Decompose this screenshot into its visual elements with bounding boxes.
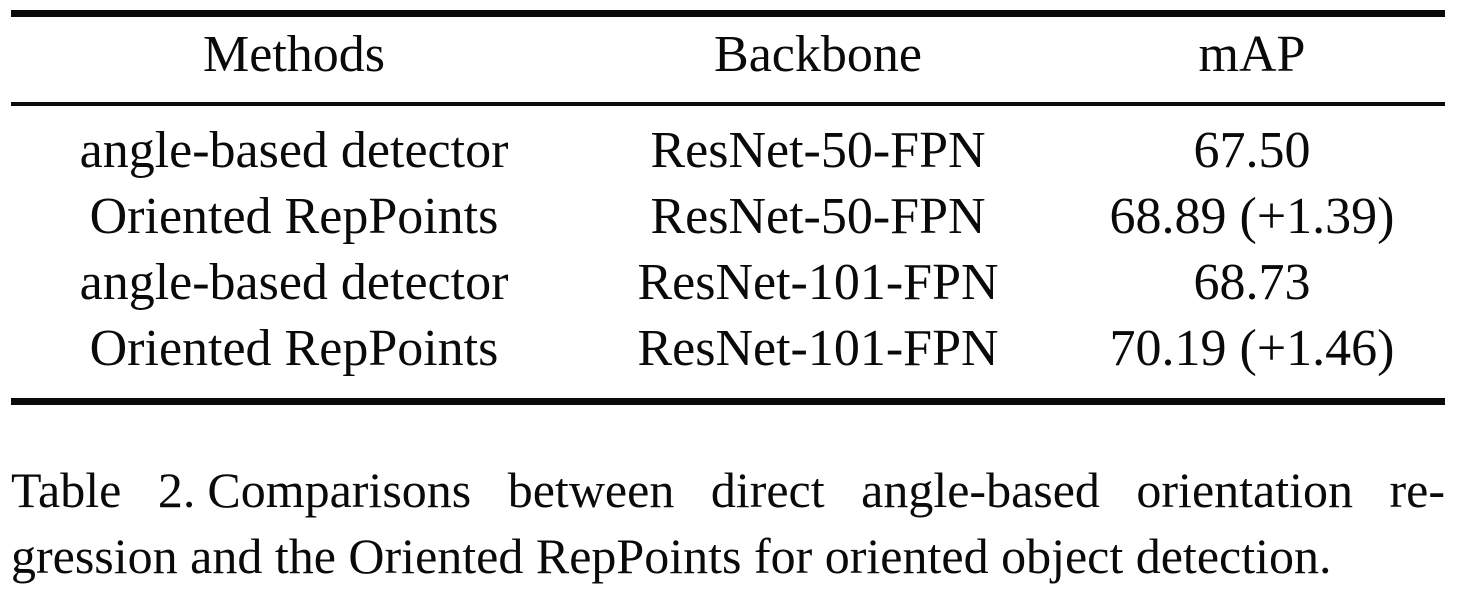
- table-header-row: Methods Backbone mAP: [11, 13, 1445, 106]
- map-cell: 68.89 (+1.39): [1109, 187, 1395, 245]
- method-cell: angle-based detector: [79, 121, 509, 179]
- backbone-cell: ResNet-50-FPN: [650, 121, 986, 179]
- method-cell: Oriented RepPoints: [89, 319, 499, 377]
- map-cell: 70.19 (+1.46): [1109, 319, 1395, 377]
- method-cell: Oriented RepPoints: [89, 187, 499, 245]
- caption-line-1: Table 2.Comparisons between direct angle…: [11, 457, 1445, 523]
- map-cell: 68.73: [1193, 253, 1311, 311]
- caption-text: Comparisons between direct angle-based o…: [207, 461, 1446, 518]
- map-cell: 67.50: [1193, 121, 1311, 179]
- table-row: Oriented RepPoints ResNet-50-FPN 68.89 (…: [11, 184, 1445, 250]
- table-caption: Table 2.Comparisons between direct angle…: [11, 457, 1445, 589]
- caption-label: Table 2.: [11, 461, 196, 518]
- caption-line-2: gression and the Oriented RepPoints for …: [11, 527, 1332, 584]
- table-row: Oriented RepPoints ResNet-101-FPN 70.19 …: [11, 316, 1445, 402]
- column-header-backbone: Backbone: [577, 13, 1059, 106]
- column-header-methods: Methods: [11, 13, 577, 106]
- results-table: Methods Backbone mAP angle-based detecto…: [11, 10, 1445, 405]
- method-cell: angle-based detector: [79, 253, 509, 311]
- column-header-map: mAP: [1059, 13, 1445, 106]
- table-row: angle-based detector ResNet-101-FPN 68.7…: [11, 250, 1445, 316]
- backbone-cell: ResNet-101-FPN: [637, 253, 999, 311]
- backbone-cell: ResNet-101-FPN: [637, 319, 999, 377]
- backbone-cell: ResNet-50-FPN: [650, 187, 986, 245]
- table-row: angle-based detector ResNet-50-FPN 67.50: [11, 104, 1445, 184]
